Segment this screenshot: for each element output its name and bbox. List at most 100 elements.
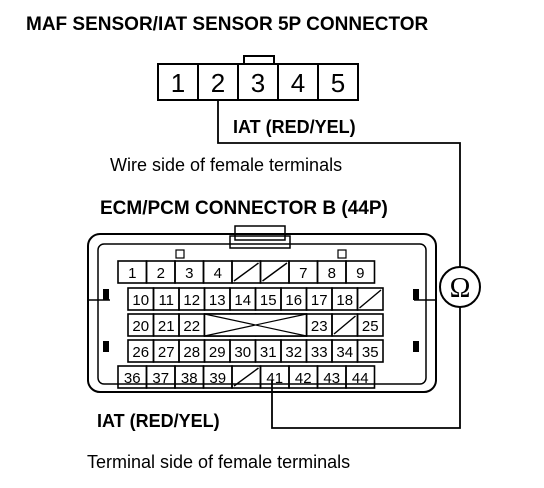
ecm-pin: 12	[178, 287, 206, 311]
ecm-pin-label: 9	[356, 265, 364, 282]
ecm-pin-label: 35	[362, 344, 379, 361]
ecm-pin: 7	[288, 260, 319, 284]
ecm-pin: 22	[178, 313, 206, 337]
ecm-pin-label: 31	[260, 344, 277, 361]
ecm-pin-label: 30	[234, 344, 251, 361]
ecm-pin-label: 26	[132, 344, 149, 361]
ecm-pin-label: 16	[285, 292, 302, 309]
ecm-pin	[259, 260, 290, 284]
ecm-pin-label: 22	[183, 318, 200, 335]
top-pin-label: 5	[331, 68, 345, 98]
top-pin: 2	[197, 64, 225, 100]
top-pin-label: 1	[171, 68, 185, 98]
ecm-pin-label: 17	[311, 292, 328, 309]
top-pin: 3	[237, 64, 265, 100]
top-pin: 5	[317, 64, 345, 100]
top-pin-label: 3	[251, 68, 265, 98]
ecm-pin-label: 3	[185, 265, 193, 282]
ecm-pin: 1	[117, 260, 148, 284]
ecm-pin: 32	[280, 339, 308, 363]
terminal-side-caption: Terminal side of female terminals	[87, 452, 351, 472]
ecm-pin: 44	[345, 365, 376, 389]
top-pin-label: 4	[291, 68, 305, 98]
ecm-pin	[231, 260, 262, 284]
ecm-pin: 13	[203, 287, 231, 311]
ecm-connector-housing	[87, 225, 437, 393]
ecm-wire-label: IAT (RED/YEL)	[97, 411, 220, 431]
ecm-pin: 10	[127, 287, 155, 311]
ecm-pin-label: 39	[209, 370, 226, 387]
ecm-pin-label: 32	[285, 344, 302, 361]
top-connector-title: MAF SENSOR/IAT SENSOR 5P CONNECTOR	[26, 14, 429, 35]
ecm-pin: 18	[331, 287, 359, 311]
ecm-pin-label: 37	[152, 370, 169, 387]
ecm-pin-label: 38	[181, 370, 198, 387]
ecm-pin-label: 8	[328, 265, 336, 282]
ecm-pin: 14	[229, 287, 257, 311]
wire-side-caption: Wire side of female terminals	[110, 155, 343, 175]
ecm-pin-label: 23	[311, 318, 328, 335]
ecm-pin-label: 44	[352, 370, 369, 387]
ecm-blank-block	[203, 313, 308, 337]
top-pin-label: 2	[211, 68, 225, 98]
ecm-pin-label: 41	[266, 370, 283, 387]
ecm-pin-label: 25	[362, 318, 379, 335]
top-wire-label: IAT (RED/YEL)	[233, 117, 356, 137]
ecm-pin: 15	[254, 287, 282, 311]
ecm-pin: 8	[316, 260, 347, 284]
ecm-pin: 16	[280, 287, 308, 311]
ecm-pin-label: 20	[132, 318, 149, 335]
ecm-pin-label: 1	[128, 265, 136, 282]
ecm-pin: 29	[203, 339, 231, 363]
ecm-pin-label: 27	[158, 344, 175, 361]
ecm-pin-label: 2	[157, 265, 165, 282]
ecm-pin	[331, 313, 359, 337]
housing-latches	[103, 289, 419, 352]
ecm-pin-label: 10	[132, 292, 149, 309]
ecm-pin: 2	[145, 260, 176, 284]
ecm-pin: 21	[152, 313, 180, 337]
ecm-pin-label: 42	[295, 370, 312, 387]
ecm-connector-title: ECM/PCM CONNECTOR B (44P)	[100, 198, 388, 219]
ohm-icon: Ω	[450, 273, 471, 304]
ecm-pin-label: 36	[124, 370, 141, 387]
ecm-pin: 25	[356, 313, 384, 337]
ecm-pin: 34	[331, 339, 359, 363]
ecm-pin-label: 28	[183, 344, 200, 361]
ecm-pin: 33	[305, 339, 333, 363]
ecm-pin: 20	[127, 313, 155, 337]
ecm-pin: 31	[254, 339, 282, 363]
ecm-pin-label: 29	[209, 344, 226, 361]
ecm-pin-label: 12	[183, 292, 200, 309]
ecm-pin: 26	[127, 339, 155, 363]
ecm-pin: 4	[202, 260, 233, 284]
ecm-pin	[356, 287, 384, 311]
ecm-pin-label: 11	[158, 292, 174, 309]
ecm-pin: 17	[305, 287, 333, 311]
ecm-pin: 28	[178, 339, 206, 363]
ecm-pin-label: 21	[158, 318, 175, 335]
ecm-pin: 27	[152, 339, 180, 363]
ecm-pin: 23	[305, 313, 333, 337]
ecm-pin-label: 15	[260, 292, 277, 309]
ecm-pin-label: 4	[214, 265, 222, 282]
ecm-pin-label: 13	[209, 292, 226, 309]
ecm-pin: 3	[174, 260, 205, 284]
ecm-pin-label: 18	[336, 292, 353, 309]
ecm-pin-label: 33	[311, 344, 328, 361]
ecm-pin-label: 14	[234, 292, 251, 309]
top-pin: 1	[171, 68, 185, 98]
ecm-pin: 30	[229, 339, 257, 363]
ecm-pin-label: 34	[336, 344, 353, 361]
ohmmeter-circle	[439, 266, 481, 308]
ecm-pin: 9	[345, 260, 376, 284]
ohmmeter: Ω	[439, 266, 481, 308]
ecm-pin-label: 43	[323, 370, 340, 387]
top-pin: 4	[277, 64, 305, 100]
ecm-pin: 11	[152, 287, 180, 311]
ecm-pin-label: 7	[299, 265, 307, 282]
ecm-pin: 35	[356, 339, 384, 363]
